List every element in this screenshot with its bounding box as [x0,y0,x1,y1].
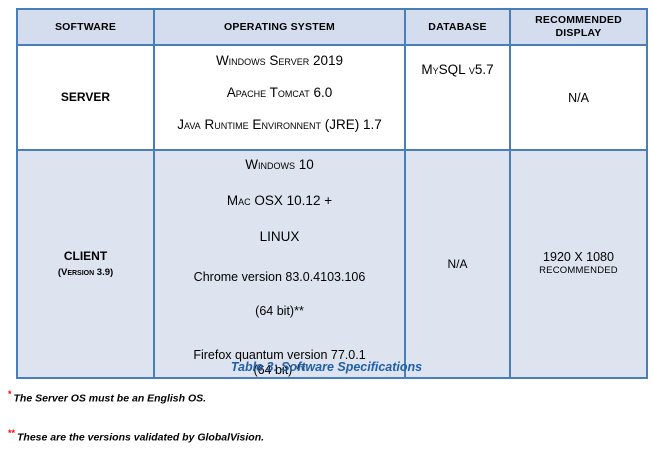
cell-database-client: N/A [404,149,511,379]
software-name-server: SERVER [60,90,111,104]
column-header-recommended-display: RECOMMENDED DISPLAY [509,8,648,46]
cell-database-server: MySQL v5.7 [404,44,511,151]
cell-operating-system-client: Windows 10 Mac OSX 10.12 + LINUX Chrome … [153,149,406,379]
display-value: 1920 X 1080 [543,250,614,264]
footnote-text: The Server OS must be an English OS. [13,392,207,405]
os-item: Windows Server 2019 [215,53,344,68]
cell-software-client: CLIENT (Version 3.9) [16,149,155,379]
display-note: RECOMMENDED [539,265,618,276]
display-block: N/A [511,91,646,105]
os-item: Mac OSX 10.12 + [226,193,333,208]
os-list-client: Windows 10 Mac OSX 10.12 + LINUX Chrome … [155,157,404,377]
os-item: Chrome version 83.0.4103.106 [193,270,366,284]
os-item: Apache Tomcat 6.0 [226,85,333,100]
os-item: Firefox quantum version 77.0.1 [193,348,366,362]
table-caption: Table 3: Software Specifications [230,360,423,374]
cell-display-server: N/A [509,44,648,151]
table-row: SERVER Windows Server 2019 Apache Tomcat… [16,44,648,151]
os-item: (64 bit) ** [253,363,306,377]
table-header-row: SOFTWARE OPERATING SYSTEM DATABASE RECOM… [16,8,648,46]
column-header-database: DATABASE [404,8,511,46]
column-header-software: SOFTWARE [16,8,155,46]
display-block: 1920 X 1080 RECOMMENDED [511,250,646,278]
table-row: CLIENT (Version 3.9) Windows 10 Mac OSX … [16,149,648,379]
os-item: LINUX [259,229,300,244]
footnote-single-asterisk: *The Server OS must be an English OS. [8,389,206,405]
os-item: (64 bit)** [255,304,304,318]
display-value: N/A [568,90,589,105]
software-name-client: CLIENT [63,248,108,263]
os-list-server: Windows Server 2019 Apache Tomcat 6.0 Ja… [155,53,404,132]
cell-software-server: SERVER [16,44,155,151]
footnote-marker-icon: ** [8,428,16,438]
os-item: Windows 10 [245,157,314,172]
footnote-double-asterisk: **These are the versions validated by Gl… [8,428,264,444]
cell-operating-system-server: Windows Server 2019 Apache Tomcat 6.0 Ja… [153,44,406,151]
database-value: N/A [447,257,468,271]
footnote-text: These are the versions validated by Glob… [17,431,265,444]
software-specifications-table: SOFTWARE OPERATING SYSTEM DATABASE RECOM… [16,8,648,379]
database-value: MySQL v5.7 [421,62,494,77]
cell-display-client: 1920 X 1080 RECOMMENDED [509,149,648,379]
column-header-operating-system: OPERATING SYSTEM [153,8,406,46]
footnote-marker-icon: * [8,389,12,399]
os-item: Java Runtime Environnent (JRE) 1.7 [177,117,382,132]
software-version-client: (Version 3.9) [57,266,114,278]
